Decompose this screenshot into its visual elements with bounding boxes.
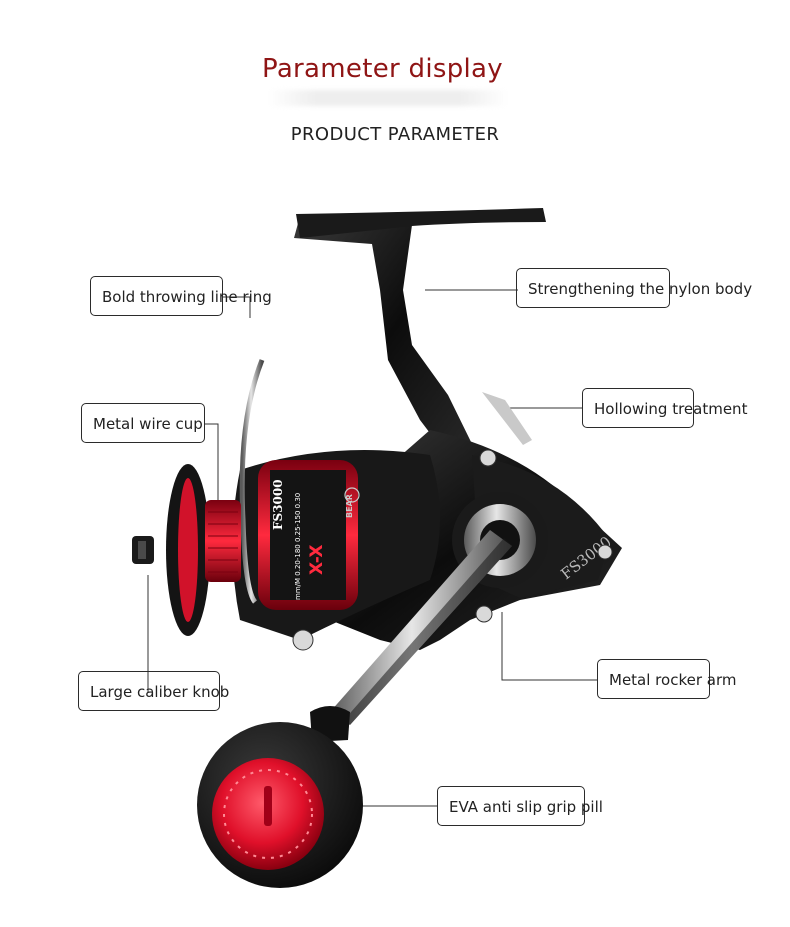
spool-front-rim — [178, 478, 198, 622]
grip-cap-ring — [223, 769, 313, 859]
screw-icon — [479, 449, 497, 467]
metal-wire-cup-part — [205, 500, 241, 582]
callout-text: Bold throwing line ring — [102, 288, 272, 306]
callout-text: EVA anti slip grip pill — [449, 798, 603, 816]
callout-metal-rocker-arm: Metal rocker arm — [597, 659, 736, 699]
callout-eva-grip: EVA anti slip grip pill — [437, 786, 603, 826]
spool-model-text: FS3000 — [271, 479, 285, 530]
callout-leader-lines — [147, 289, 597, 807]
screw-icon — [292, 629, 314, 651]
callout-text: Metal wire cup — [93, 415, 203, 433]
callout-metal-wire-cup: Metal wire cup — [81, 403, 205, 443]
wire-cup-knurl — [208, 511, 238, 573]
bail-wire — [239, 359, 265, 604]
callout-text: Strengthening the nylon body — [528, 280, 753, 298]
reel-foot-top — [296, 208, 546, 238]
callout-large-caliber-knob: Large caliber knob — [78, 671, 229, 711]
reel-foot-stem — [294, 216, 474, 470]
screw-icon — [597, 544, 613, 560]
callout-hollowing-treatment: Hollowing treatment — [582, 388, 747, 428]
spool-graphic-text: X-X — [307, 545, 327, 576]
callout-strengthening-nylon-body: Strengthening the nylon body — [516, 268, 752, 308]
spool-spec-text: mm/M 0.20-180 0.25-150 0.30 — [294, 493, 302, 600]
spool-logo-emblem — [344, 487, 360, 503]
page-subtitle: PRODUCT PARAMETER — [290, 124, 500, 145]
rocker-arm-shade — [344, 538, 512, 725]
spool-label-band — [270, 470, 346, 600]
callout-bold-throwing-line-ring: Bold throwing line ring — [90, 276, 272, 316]
hollow-slot — [482, 392, 532, 445]
screw-icon — [475, 605, 493, 623]
title-underglow — [268, 90, 508, 106]
metal-rocker-arm-part — [330, 530, 512, 725]
spool-brand-text: BEAR — [345, 494, 354, 518]
callout-text: Hollowing treatment — [594, 400, 748, 418]
drag-knob-highlight — [138, 541, 146, 559]
callout-text: Large caliber knob — [90, 683, 230, 701]
callout-text: Metal rocker arm — [609, 671, 737, 689]
page-title: Parameter display — [262, 54, 503, 84]
grip-cap-slot — [264, 786, 272, 826]
